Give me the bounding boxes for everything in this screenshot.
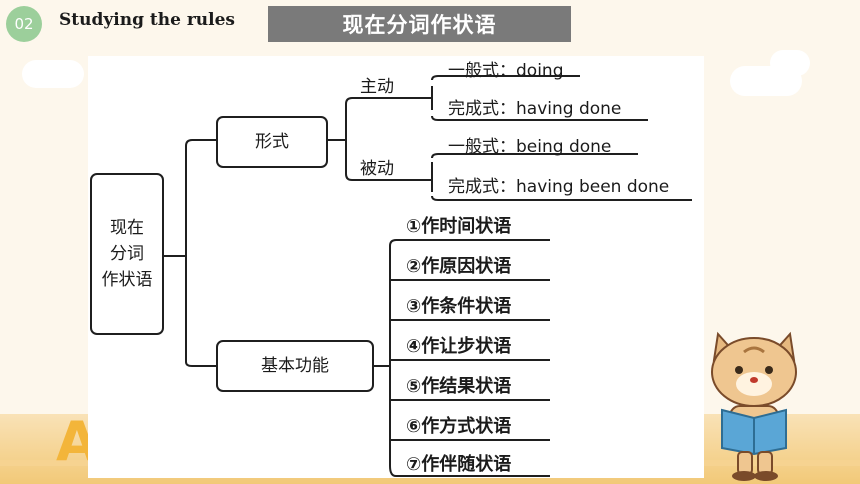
function-item-6: ⑥作方式状语 [406, 416, 512, 437]
function-item-7: ⑦作伴随状语 [406, 454, 512, 475]
active-perfect: 完成式：having done [448, 99, 622, 119]
cloud-icon [22, 60, 84, 88]
active-simple: 一般式：doing [448, 61, 564, 81]
function-item-1: ①作时间状语 [406, 216, 512, 237]
functions-node: 基本功能 [216, 340, 374, 392]
section-title: Studying the rules [59, 10, 235, 30]
active-label: 主动 [360, 77, 394, 97]
form-node: 形式 [216, 116, 328, 168]
connector-lines [162, 75, 692, 477]
cat-reading-icon [711, 331, 797, 481]
passive-perfect: 完成式：having been done [448, 177, 670, 197]
function-item-2: ②作原因状语 [406, 256, 512, 277]
function-item-3: ③作条件状语 [406, 296, 512, 317]
root-node: 现在 分词 作状语 [90, 173, 164, 335]
function-item-4: ④作让步状语 [406, 336, 512, 357]
page-title: 现在分词作状语 [268, 6, 571, 42]
passive-simple: 一般式：being done [448, 137, 612, 157]
mind-map-panel: 现在 分词 作状语 形式 基本功能 主动 被动 一般式：doing 完成式：ha… [88, 56, 704, 478]
section-number-badge: 02 [6, 6, 42, 42]
function-item-5: ⑤作结果状语 [406, 376, 512, 397]
cloud-icon [770, 50, 810, 76]
passive-label: 被动 [360, 159, 394, 179]
